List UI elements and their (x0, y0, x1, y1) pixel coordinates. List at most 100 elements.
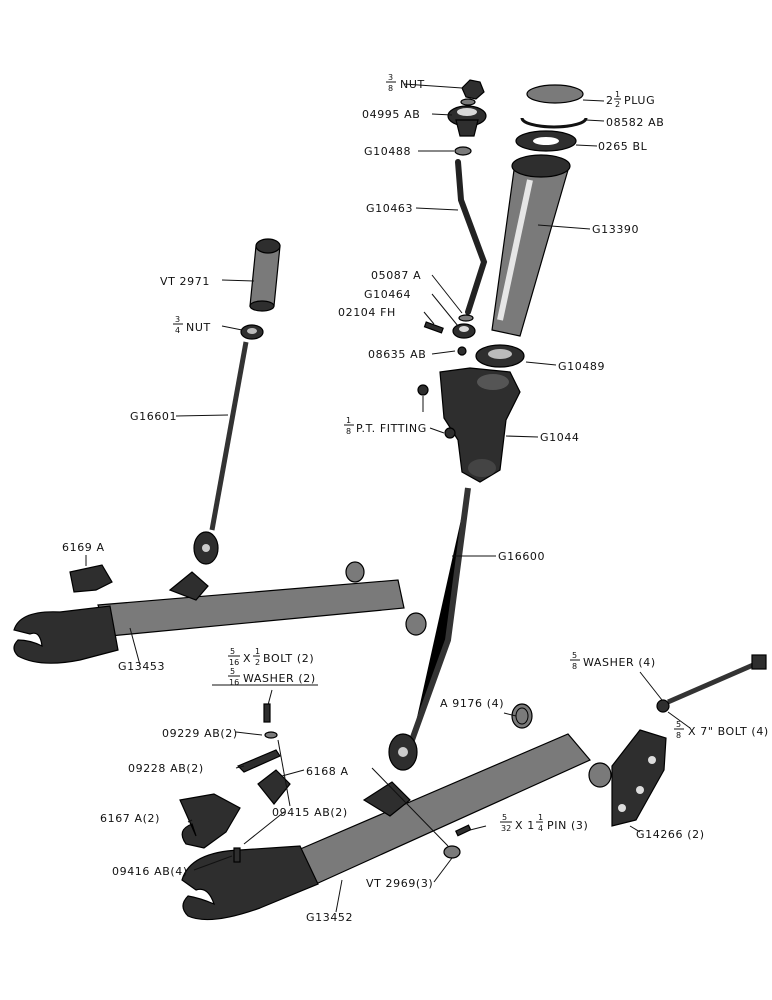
svg-text:2: 2 (606, 94, 614, 107)
label-09416: 09416 AB(4) (112, 865, 188, 878)
label-g13452: G13452 (306, 911, 353, 924)
washer-0265-shape (515, 130, 577, 152)
washer-g10488-shape (454, 146, 472, 156)
label-nut-34: 3 4 NUT (173, 315, 211, 335)
label-pt-fitting: 1 8 P.T. FITTING (344, 416, 427, 436)
nut-34-shape (240, 324, 264, 340)
block-6168-shape (257, 769, 291, 805)
pin-02104-shape (423, 321, 444, 334)
bracket-6169-shape (69, 564, 113, 593)
shaft-g13390-shape (491, 154, 571, 337)
svg-text:8: 8 (346, 427, 351, 436)
bolt-516-shape (263, 703, 271, 723)
label-bolt-516: 5 16 X 1 2 BOLT (2) (228, 647, 314, 667)
bracket-g14266-shape (611, 729, 667, 827)
svg-text:4: 4 (538, 824, 543, 833)
svg-text:X 1: X 1 (515, 819, 535, 832)
svg-text:3: 3 (175, 315, 180, 324)
link-g13453-shape (13, 561, 427, 664)
label-09415: 09415 AB(2) (272, 806, 348, 819)
housing-g1044-shape (439, 367, 521, 483)
label-g10463: G10463 (366, 202, 413, 215)
label-vt2971: VT 2971 (160, 275, 210, 288)
label-plug: 2 1 2 PLUG (606, 90, 655, 109)
label-05087: 05087 A (371, 269, 421, 282)
label-nut-38: 3 8 NUT (386, 73, 424, 93)
plug-shape (526, 84, 584, 104)
label-g14266: G14266 (2) (636, 828, 705, 841)
washer-05087-shape (458, 314, 474, 322)
svg-text:2: 2 (255, 658, 260, 667)
washer-58-shape (656, 699, 670, 713)
svg-text:BOLT (2): BOLT (2) (263, 652, 314, 665)
rod-g16601-shape (193, 341, 249, 565)
collar-g10464-shape (452, 323, 476, 339)
svg-text:PIN (3): PIN (3) (547, 819, 588, 832)
svg-text:5: 5 (230, 667, 235, 676)
label-g10464: G10464 (364, 288, 411, 301)
label-6167: 6167 A(2) (100, 812, 160, 825)
label-08582: 08582 AB (606, 116, 664, 129)
fitting-lower-shape (444, 427, 456, 439)
label-washer-516: 5 16 WASHER (2) (228, 667, 316, 687)
label-g10488: G10488 (364, 145, 411, 158)
svg-text:8: 8 (676, 731, 681, 740)
label-g13453: G13453 (118, 660, 165, 673)
sleeve-vt2971-shape (249, 238, 281, 312)
svg-text:NUT: NUT (186, 321, 211, 334)
svg-text:5: 5 (502, 813, 507, 822)
svg-text:1: 1 (538, 813, 543, 822)
svg-text:2: 2 (615, 100, 620, 109)
label-6169: 6169 A (62, 541, 105, 554)
label-g1044: G1044 (540, 431, 580, 444)
svg-text:4: 4 (175, 326, 180, 335)
svg-text:X: X (243, 652, 251, 665)
pin-532-shape (455, 824, 472, 837)
svg-text:P.T. FITTING: P.T. FITTING (356, 422, 427, 435)
fitting-upper-shape (417, 384, 429, 396)
bearing-g10489-shape (475, 344, 525, 368)
knob-04995-shape (447, 105, 487, 137)
snap-ring-08582-shape (520, 117, 588, 129)
label-washer-58: 5 8 WASHER (4) (570, 651, 656, 671)
bolt-58-shape (667, 654, 767, 705)
svg-text:3: 3 (388, 73, 393, 82)
spring-09416-shape (233, 847, 241, 863)
label-09229: 09229 AB(2) (162, 727, 238, 740)
label-08635: 08635 AB (368, 348, 426, 361)
svg-text:WASHER (4): WASHER (4) (583, 656, 656, 669)
label-09228: 09228 AB(2) (128, 762, 204, 775)
label-04995: 04995 AB (362, 108, 420, 121)
svg-text:1: 1 (255, 647, 260, 656)
hook-6167-shape (179, 793, 241, 849)
label-g10489: G10489 (558, 360, 605, 373)
pin-vt2969-shape (443, 845, 461, 859)
clip-09228-shape (236, 749, 281, 773)
label-0265: 0265 BL (598, 140, 648, 153)
label-bolt-58: 5 8 X 7" BOLT (4) (674, 720, 769, 740)
leader-lines (85, 83, 691, 913)
label-a9176: A 9176 (4) (440, 697, 504, 710)
svg-text:8: 8 (572, 662, 577, 671)
svg-text:5: 5 (676, 720, 681, 729)
svg-text:X 7" BOLT (4): X 7" BOLT (4) (688, 725, 769, 738)
label-vt2969: VT 2969(3) (366, 877, 433, 890)
svg-text:1: 1 (346, 416, 351, 425)
nut-38-shape (460, 79, 485, 106)
label-g16601: G16601 (130, 410, 177, 423)
rod-g16600-shape (388, 487, 471, 771)
label-02104: 02104 FH (338, 306, 396, 319)
svg-text:PLUG: PLUG (624, 94, 655, 107)
svg-text:8: 8 (388, 84, 393, 93)
svg-text:WASHER (2): WASHER (2) (243, 672, 316, 685)
svg-text:5: 5 (230, 647, 235, 656)
svg-text:5: 5 (572, 651, 577, 660)
rod-g10463-shape (455, 159, 488, 315)
link-g13452-shape (181, 703, 612, 921)
svg-text:1: 1 (615, 90, 620, 99)
label-g13390: G13390 (592, 223, 639, 236)
label-6168: 6168 A (306, 765, 349, 778)
ball-08635-shape (457, 346, 467, 356)
